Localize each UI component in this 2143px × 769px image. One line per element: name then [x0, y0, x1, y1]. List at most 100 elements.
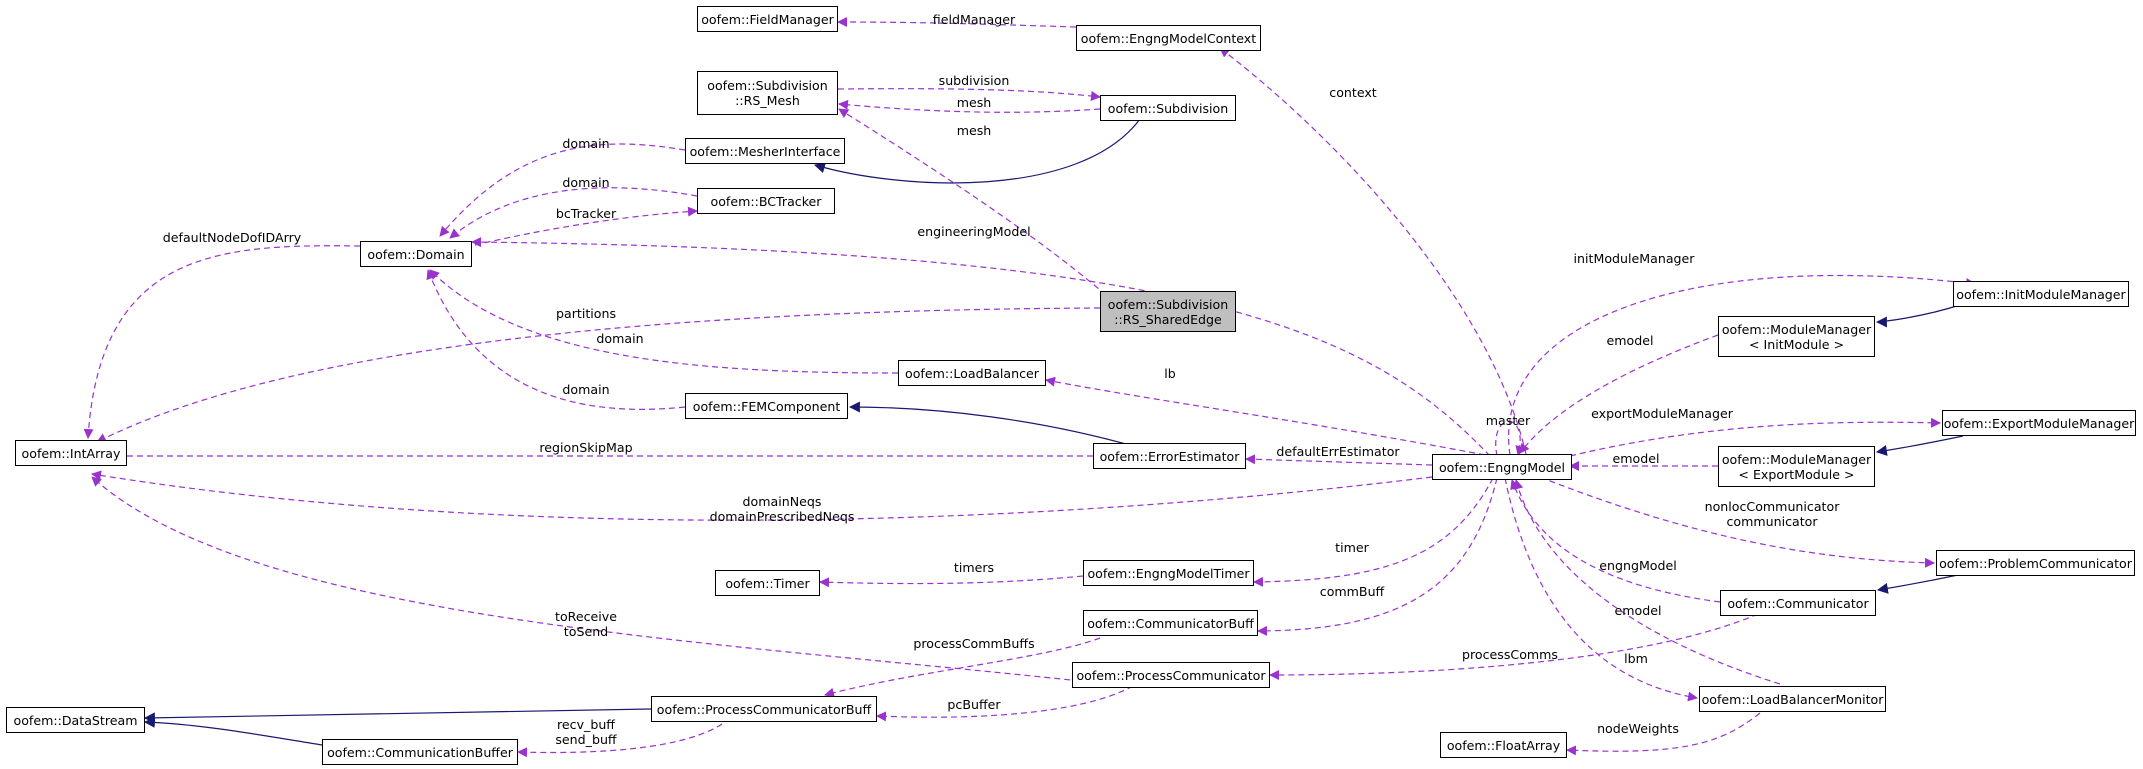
- edge-label: nodeWeights: [1597, 721, 1679, 736]
- edge-processcomms: [1269, 613, 1759, 680]
- edge-toreceive: [91, 476, 1081, 682]
- edge-fieldmanager: [837, 17, 1077, 28]
- edge-processcommbuffs: [824, 637, 1101, 698]
- edge-inherit-problemcommunicator: [1876, 573, 1964, 594]
- node-process-communicator[interactable]: oofem::ProcessCommunicator: [1072, 662, 1270, 688]
- edge-label: partitions: [555, 306, 617, 321]
- edge-label: domain: [596, 331, 644, 346]
- edge-domain-femcomponent: [426, 269, 686, 410]
- edge-label: defaultNodeDofIDArry: [162, 230, 302, 245]
- node-domain[interactable]: oofem::Domain: [360, 241, 472, 267]
- edge-label: commBuff: [1319, 584, 1385, 599]
- edge-mesh-sharededge: [838, 108, 1107, 296]
- node-export-module-manager[interactable]: oofem::ExportModuleManager: [1942, 410, 2136, 436]
- edge-label: domain: [562, 175, 610, 190]
- edge-subdivision: [837, 88, 1101, 101]
- node-timer[interactable]: oofem::Timer: [715, 570, 820, 596]
- edge-partitions: [96, 307, 1101, 443]
- edge-timer: [1253, 477, 1494, 587]
- edge-label: emodel: [1606, 333, 1654, 348]
- edge-label: lbm: [1624, 651, 1648, 666]
- edge-master: [1495, 420, 1526, 457]
- node-process-communicator-buff[interactable]: oofem::ProcessCommunicatorBuff: [651, 696, 877, 722]
- node-problem-communicator[interactable]: oofem::ProblemCommunicator: [1936, 550, 2135, 576]
- edge-lb: [1045, 376, 1486, 456]
- edge-label: exportModuleManager: [1591, 406, 1733, 421]
- node-rs-shared-edge[interactable]: oofem::Subdivision::RS_SharedEdge: [1100, 291, 1236, 332]
- edge-defaulterrestimator: [1245, 454, 1433, 466]
- node-communicator-buff[interactable]: oofem::CommunicatorBuff: [1083, 610, 1258, 636]
- edge-lbm: [1504, 477, 1698, 702]
- edge-label: processCommBuffs: [913, 636, 1035, 651]
- edge-label: lb: [1164, 366, 1176, 381]
- node-load-balancer[interactable]: oofem::LoadBalancer: [898, 360, 1046, 386]
- node-init-module-manager[interactable]: oofem::InitModuleManager: [1953, 281, 2129, 307]
- edge-label: engngModel: [1599, 558, 1677, 573]
- edge-timers: [819, 575, 1084, 588]
- node-engng-model-context[interactable]: oofem::EngngModelContext: [1076, 25, 1261, 51]
- edge-commbuff: [1257, 477, 1498, 636]
- edge-inherit-initmodulemanager: [1875, 303, 1964, 328]
- node-load-balancer-monitor[interactable]: oofem::LoadBalancerMonitor: [1699, 686, 1886, 712]
- edge-label: domain: [562, 136, 610, 151]
- node-communicator[interactable]: oofem::Communicator: [1720, 590, 1876, 616]
- node-communication-buffer[interactable]: oofem::CommunicationBuffer: [322, 739, 518, 765]
- edge-label: timer: [1335, 540, 1369, 555]
- edge-label: mesh: [956, 95, 992, 110]
- edge-defaultnodedofidarry: [83, 245, 361, 439]
- edge-pcbuffer: [876, 685, 1134, 722]
- edge-label: emodel: [1612, 451, 1660, 466]
- edge-recvbuff: [517, 717, 731, 758]
- edge-label: engineeringModel: [917, 224, 1031, 239]
- edge-emodel-init: [1519, 334, 1719, 454]
- node-error-estimator[interactable]: oofem::ErrorEstimator: [1093, 443, 1246, 469]
- edge-label: timers: [953, 560, 995, 575]
- node-fem-component[interactable]: oofem::FEMComponent: [685, 393, 848, 419]
- node-mesher-interface[interactable]: oofem::MesherInterface: [685, 138, 845, 164]
- edge-label: emodel: [1614, 603, 1662, 618]
- edge-label: regionSkipMap: [539, 440, 633, 455]
- edge-inherit-datastream-cb: [143, 716, 323, 746]
- edge-label: master: [1485, 413, 1531, 428]
- node-module-manager-init[interactable]: oofem::ModuleManager< InitModule >: [1718, 316, 1875, 357]
- edge-context: [1219, 47, 1527, 455]
- edge-inherit-mesherinterface: [813, 118, 1141, 184]
- edge-nodeweights: [1566, 712, 1761, 756]
- node-rs-mesh[interactable]: oofem::Subdivision::RS_Mesh: [697, 71, 838, 115]
- edge-inherit-femcomponent: [848, 401, 1134, 447]
- edge-label: pcBuffer: [947, 697, 1001, 712]
- node-subdivision[interactable]: oofem::Subdivision: [1100, 95, 1236, 121]
- edge-label: initModuleManager: [1573, 251, 1695, 266]
- edge-nonloccommunicator: [1539, 476, 1935, 568]
- node-engng-model[interactable]: oofem::EngngModel: [1432, 454, 1572, 480]
- edge-mesh-subdiv: [838, 99, 1101, 113]
- edge-label: processComms: [1462, 647, 1558, 662]
- edge-exportmodulemanager: [1569, 417, 1941, 457]
- node-float-array[interactable]: oofem::FloatArray: [1440, 732, 1567, 758]
- node-module-manager-export[interactable]: oofem::ModuleManager< ExportModule >: [1718, 446, 1875, 487]
- node-data-stream[interactable]: oofem::DataStream: [6, 707, 145, 733]
- node-int-array[interactable]: oofem::IntArray: [15, 440, 127, 466]
- edge-engineeringmodel: [471, 237, 1491, 457]
- node-field-manager[interactable]: oofem::FieldManager: [697, 6, 838, 32]
- edge-label: fieldManager: [932, 12, 1016, 27]
- edge-engngmodel: [1510, 479, 1721, 603]
- edge-label: bcTracker: [555, 206, 617, 221]
- edge-domainneqs: [91, 470, 1433, 521]
- edge-initmodulemanager: [1508, 274, 1976, 456]
- edge-label: subdivision: [938, 73, 1010, 88]
- node-bc-tracker[interactable]: oofem::BCTracker: [697, 188, 835, 214]
- edge-emodel-lbm: [1513, 479, 1781, 685]
- edge-label: context: [1329, 85, 1377, 100]
- edge-label: domain: [562, 382, 610, 397]
- edge-label: defaultErrEstimator: [1276, 444, 1400, 459]
- node-engng-model-timer[interactable]: oofem::EngngModelTimer: [1083, 560, 1254, 586]
- edge-label: mesh: [956, 123, 992, 138]
- edge-domain-loadbalancer: [429, 269, 899, 374]
- edge-domain-mesherinterface: [439, 143, 686, 237]
